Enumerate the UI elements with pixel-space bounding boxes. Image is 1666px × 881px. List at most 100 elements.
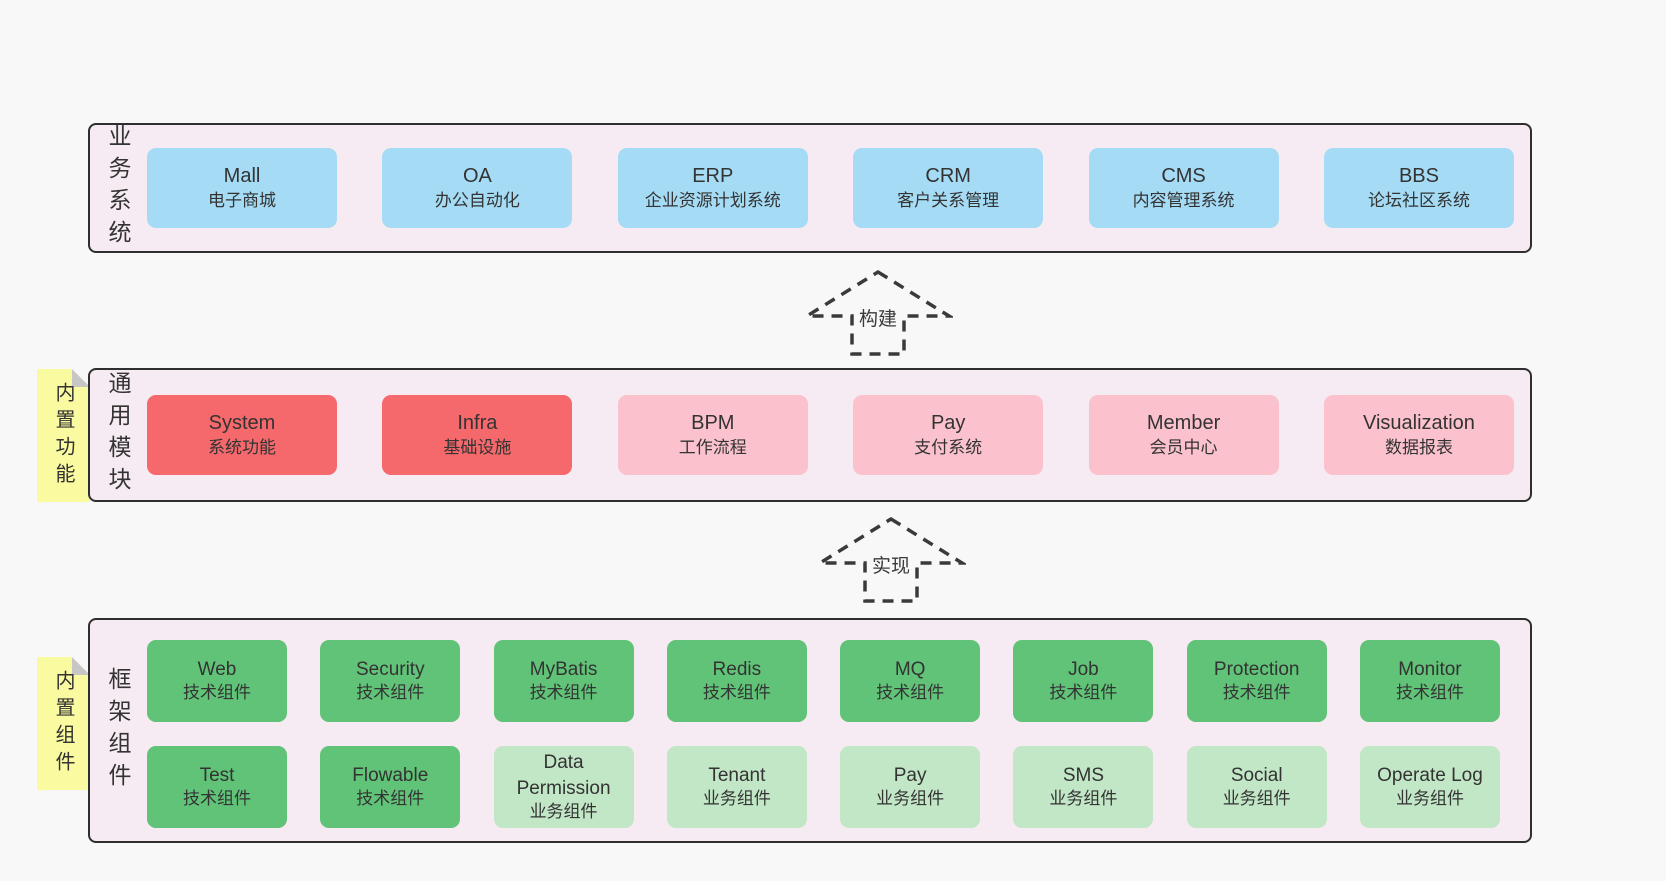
dashed-up-arrow-icon — [816, 516, 966, 603]
sticky-label: 内置组件 — [52, 669, 74, 778]
box-subtitle: 企业资源计划系统 — [644, 191, 781, 211]
diagram-box-security: Security 技术组件 — [320, 640, 461, 722]
modules-boxes-row: System 系统功能 Infra 基础设施 BPM 工作流程 Pay 支付系统… — [147, 370, 1514, 500]
box-subtitle: 系统功能 — [208, 438, 276, 458]
box-subtitle: 技术组件 — [183, 683, 251, 703]
box-subtitle: 办公自动化 — [434, 191, 520, 211]
dashed-up-arrow-icon — [803, 269, 953, 356]
diagram-box-redis: Redis 技术组件 — [666, 640, 807, 722]
diagram-box-job: Job 技术组件 — [1013, 640, 1154, 722]
diagram-box-oa: OA 办公自动化 — [382, 148, 573, 228]
sticky-note-built-in-features — [37, 369, 90, 502]
diagram-box-system: System 系统功能 — [147, 395, 337, 475]
implement-arrow-label: 实现 — [868, 550, 914, 579]
box-title: BBS — [1398, 165, 1439, 188]
box-subtitle: 技术组件 — [529, 683, 598, 703]
diagram-box-member: Member 会员中心 — [1088, 395, 1279, 475]
box-title: SMS — [1062, 764, 1104, 786]
build-arrow: 构建 — [803, 269, 953, 357]
box-subtitle: 业务组件 — [1395, 789, 1464, 809]
box-subtitle: 技术组件 — [1395, 683, 1464, 703]
box-title: Visualization — [1362, 412, 1475, 435]
box-subtitle: 业务组件 — [529, 802, 598, 822]
box-title: Security — [355, 658, 425, 680]
diagram-box-operate-log: Operate Log 业务组件 — [1359, 746, 1500, 828]
diagram-box-mall: Mall 电子商城 — [147, 148, 337, 228]
box-title: Web — [197, 658, 237, 680]
box-title: OA — [462, 165, 492, 188]
box-subtitle: 会员中心 — [1149, 438, 1218, 458]
box-title: MyBatis — [529, 658, 598, 680]
box-title: Test — [199, 764, 235, 786]
diagram-box-flowable: Flowable 技术组件 — [320, 746, 461, 828]
box-subtitle: 数据报表 — [1384, 438, 1453, 458]
diagram-box-infra: Infra 基础设施 — [382, 395, 573, 475]
diagram-box-mybatis: MyBatis 技术组件 — [493, 640, 634, 722]
box-subtitle: 业务组件 — [876, 789, 945, 809]
box-title: BPM — [691, 412, 735, 435]
sticky-note-built-in-components-overlay: 内置组件 — [37, 657, 90, 790]
box-subtitle: 基础设施 — [443, 438, 512, 458]
box-subtitle: 技术组件 — [356, 683, 425, 703]
diagram-box-mq: MQ 技术组件 — [840, 640, 981, 722]
diagram-box-erp: ERP 企业资源计划系统 — [617, 148, 808, 228]
components-rows: Web 技术组件 Security 技术组件 MyBatis 技术组件 Redi… — [147, 640, 1500, 828]
box-subtitle: 业务组件 — [702, 789, 771, 809]
diagram-box-crm: CRM 客户关系管理 — [853, 148, 1044, 228]
build-arrow-label: 构建 — [855, 303, 901, 332]
box-title: MQ — [894, 658, 926, 680]
diagram-box-cms: CMS 内容管理系统 — [1088, 148, 1279, 228]
sticky-note-built-in-components — [37, 657, 90, 790]
box-title: Pay — [930, 412, 966, 435]
box-title: ERP — [692, 165, 734, 188]
diagram-box-visualization: Visualization 数据报表 — [1323, 395, 1514, 475]
box-title: Flowable — [352, 764, 429, 786]
band-label-business: 业务系统 — [105, 124, 131, 252]
box-title: Social — [1230, 764, 1283, 786]
box-title: Protection — [1213, 658, 1300, 680]
band-label-components: 框架组件 — [105, 666, 131, 795]
box-title: Data Permission — [516, 751, 611, 799]
components-row-1: Web 技术组件 Security 技术组件 MyBatis 技术组件 Redi… — [147, 640, 1500, 722]
box-title: Tenant — [708, 764, 766, 786]
box-title: Pay — [893, 764, 927, 786]
components-row-2: Test 技术组件 Flowable 技术组件 Data Permission … — [147, 746, 1500, 828]
box-subtitle: 技术组件 — [1222, 683, 1291, 703]
diagram-box-tenant: Tenant 业务组件 — [666, 746, 807, 828]
box-title: Infra — [457, 412, 498, 435]
diagram-box-data-permission: Data Permission 业务组件 — [493, 746, 634, 828]
diagram-box-bbs: BBS 论坛社区系统 — [1323, 148, 1514, 228]
box-subtitle: 客户关系管理 — [897, 191, 1000, 211]
sticky-note-built-in-features-overlay: 内置功能 — [37, 369, 90, 502]
box-title: Job — [1068, 658, 1099, 680]
box-subtitle: 技术组件 — [356, 789, 425, 809]
diagram-box-pay-module: Pay 支付系统 — [853, 395, 1044, 475]
box-subtitle: 技术组件 — [1049, 683, 1118, 703]
diagram-box-pay-component: Pay 业务组件 — [840, 746, 981, 828]
box-subtitle: 业务组件 — [1222, 789, 1291, 809]
box-subtitle: 业务组件 — [1049, 789, 1118, 809]
diagram-box-protection: Protection 技术组件 — [1186, 640, 1327, 722]
business-systems-band: 业务系统 Mall 电子商城 OA 办公自动化 ERP 企业资源计划系统 CRM… — [88, 123, 1532, 253]
diagram-box-test: Test 技术组件 — [147, 746, 287, 828]
band-label-modules: 通用模块 — [105, 371, 131, 499]
box-subtitle: 支付系统 — [914, 438, 983, 458]
box-title: CMS — [1161, 165, 1206, 188]
framework-components-band: 框架组件 Web 技术组件 Security 技术组件 MyBatis 技术组件… — [88, 618, 1532, 843]
box-subtitle: 技术组件 — [702, 683, 771, 703]
box-title: Redis — [712, 658, 762, 680]
diagram-box-monitor: Monitor 技术组件 — [1359, 640, 1500, 722]
box-subtitle: 技术组件 — [876, 683, 945, 703]
box-subtitle: 论坛社区系统 — [1367, 191, 1470, 211]
box-title: Operate Log — [1377, 764, 1483, 786]
box-subtitle: 工作流程 — [678, 438, 747, 458]
box-title: Mall — [223, 165, 261, 188]
diagram-box-web: Web 技术组件 — [147, 640, 287, 722]
business-boxes-row: Mall 电子商城 OA 办公自动化 ERP 企业资源计划系统 CRM 客户关系… — [147, 125, 1514, 251]
diagram-box-social: Social 业务组件 — [1186, 746, 1327, 828]
box-subtitle: 电子商城 — [208, 191, 276, 211]
box-title: System — [208, 412, 276, 435]
box-title: CRM — [925, 165, 971, 188]
diagram-box-bpm: BPM 工作流程 — [617, 395, 808, 475]
implement-arrow: 实现 — [816, 516, 966, 604]
